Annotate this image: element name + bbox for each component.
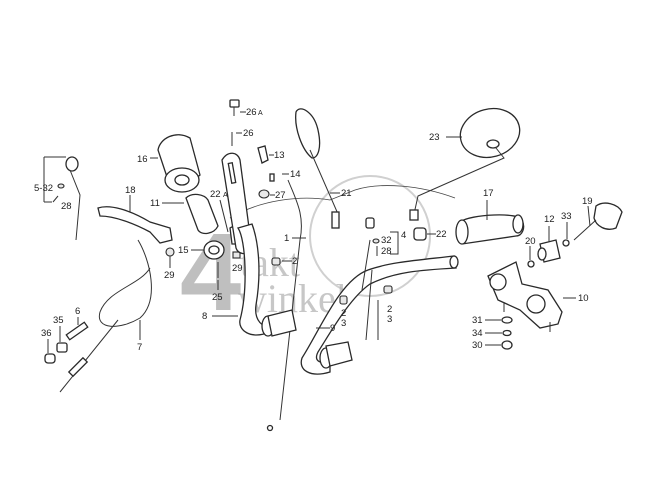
- label-11: 11: [150, 198, 160, 209]
- label-34: 34: [472, 328, 483, 339]
- svg-text:2: 2: [341, 308, 346, 319]
- label-13: 13: [274, 150, 285, 161]
- label-9: 9: [330, 323, 335, 334]
- label-26a: 26: [246, 107, 257, 118]
- label-21: 21: [341, 188, 352, 199]
- part-throttle-tube: 11: [150, 193, 219, 235]
- part-left-mirror: 21: [295, 108, 352, 229]
- label-15: 15: [178, 245, 189, 256]
- svg-text:3: 3: [387, 314, 392, 325]
- label-16: 16: [137, 154, 148, 165]
- label-32: 32: [381, 235, 392, 246]
- label-19: 19: [582, 196, 593, 207]
- label-22: 22: [436, 229, 447, 240]
- label-10: 10: [578, 293, 589, 304]
- part-clamp-lever: 26 A 26 13 14 27: [221, 99, 301, 255]
- part-clips-2-3: 2 3 2 3: [339, 285, 393, 329]
- label-17: 17: [483, 188, 494, 199]
- part-handlebar-right: 9: [300, 255, 459, 375]
- label-22a: 22: [210, 189, 221, 200]
- part-ring-20: 20: [525, 236, 536, 268]
- part-handlebar-holder: 10: [487, 261, 589, 332]
- label-1: 1: [284, 233, 289, 244]
- label-20: 20: [525, 236, 536, 247]
- label-8: 8: [202, 311, 207, 322]
- part-collar-12: 12: [537, 214, 561, 263]
- part-screw-25: 25: [212, 262, 223, 303]
- part-clamp-22: 22: [413, 227, 447, 241]
- part-cable-adjusters: 6 35 36: [41, 306, 89, 364]
- label-23: 23: [429, 132, 440, 143]
- label-12: 12: [544, 214, 555, 225]
- part-clutch-cable: 7: [59, 239, 152, 393]
- label-31: 31: [472, 315, 483, 326]
- part-nut-29: 29: [164, 247, 175, 281]
- label-35: 35: [53, 315, 64, 326]
- part-right-grip: 17: [455, 188, 525, 245]
- label-7: 7: [137, 342, 142, 353]
- label-30: 30: [472, 340, 483, 351]
- svg-text:2: 2: [387, 304, 392, 315]
- label-33: 33: [561, 211, 572, 222]
- label-28b: 28: [381, 246, 392, 257]
- label-29: 29: [164, 270, 175, 281]
- label-14: 14: [290, 169, 301, 180]
- part-switch-19: 19: [573, 196, 623, 241]
- svg-text:3: 3: [341, 318, 346, 329]
- label-25: 25: [212, 292, 223, 303]
- part-throttle-cable: 1: [266, 179, 306, 432]
- label-2: 2: [292, 256, 297, 267]
- svg-text:A: A: [258, 110, 263, 117]
- label-27: 27: [275, 190, 286, 201]
- part-throttle-housing: 15: [178, 240, 225, 260]
- label-4: 4: [401, 230, 406, 241]
- part-front-brake-switch: 32 28 4: [365, 217, 406, 257]
- part-clutch-switch: 5-32 28: [34, 156, 81, 241]
- part-clip-2: 2: [271, 256, 297, 267]
- label-5-32: 5-32: [34, 183, 53, 194]
- part-washer-33: 33: [561, 211, 572, 247]
- part-left-grip: 16: [137, 134, 201, 193]
- label-36: 36: [41, 328, 52, 339]
- label-28: 28: [61, 201, 72, 212]
- part-right-mirror: 23: [409, 107, 521, 221]
- label-18: 18: [125, 185, 136, 196]
- svg-text:A: A: [223, 192, 228, 199]
- label-29b: 29: [232, 263, 243, 274]
- label-26: 26: [243, 128, 254, 139]
- label-6: 6: [75, 306, 80, 317]
- part-washers-nuts: 31 34 30: [472, 315, 513, 351]
- part-clutch-lever: 18: [97, 185, 173, 244]
- part-handlebar-left: 8: [202, 223, 297, 337]
